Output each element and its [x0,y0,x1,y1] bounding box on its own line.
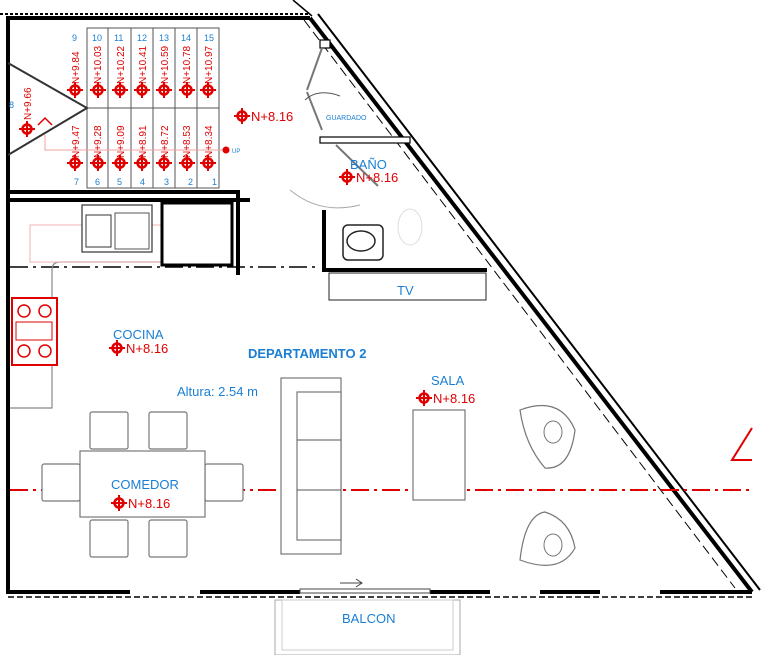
step-level: N+10.41 [138,45,149,84]
step-number: 15 [204,33,214,43]
step-level: N+10.03 [93,45,104,84]
step-level: N+10.59 [160,45,171,84]
armchair-icon [519,511,576,566]
step-number: 13 [159,33,169,43]
step-level: N+8.72 [160,125,171,158]
step-level: N+8.91 [138,125,149,158]
comedor-level: N+8.16 [128,496,170,511]
step-level: N+9.47 [71,125,82,158]
step-level: N+9.28 [93,125,104,158]
tv-console [328,272,487,301]
toilet-icon [397,208,423,246]
kitchen: COCINA N+8.16 [10,201,234,409]
hall-level: N+8.16 [251,109,293,124]
stair-enclosure: UP 8 N+9.66 [7,27,250,275]
cocina-label: COCINA [113,327,164,342]
kitchen-sink-icon [81,204,153,253]
landing-level: N+9.66 [23,87,34,120]
step-level: N+9.84 [71,51,82,84]
step-number: 4 [140,177,145,187]
step-number: 14 [181,33,191,43]
stair-steps-top: 9 10 11 12 13 14 15 N+9.84 N+10.03 N+10.… [65,33,218,100]
sala-level: N+8.16 [433,391,475,406]
step-level: N+8.34 [204,125,215,158]
level-marker-icon [17,119,37,139]
exterior-walls [6,13,761,598]
stair-steps-bottom: 7 6 5 4 3 2 1 N+9.47 N+9.28 N+9.09 N+8.9… [65,125,218,187]
tv-label: TV [397,283,414,298]
sink-icon [342,224,384,261]
step-number: 2 [188,177,193,187]
step-level: N+8.53 [182,125,193,158]
step-number: 5 [117,177,122,187]
step-level: N+9.09 [116,125,127,158]
sala-label: SALA [431,373,465,388]
step-number: 7 [74,177,79,187]
refrigerator [160,201,234,267]
section-marker-icon [730,427,753,461]
step-number: 1 [212,177,217,187]
step-level: N+10.22 [116,45,127,84]
balcon-label: BALCON [342,611,395,626]
landing-step-number: 8 [9,100,14,110]
up-marker-icon [222,146,230,154]
level-marker-icon [414,388,434,408]
page-title: DEPARTAMENTO 2 [248,346,366,361]
armchair-icon [519,404,576,469]
living-room: SALA N+8.16 [280,373,576,566]
step-level: N+10.97 [204,45,215,84]
stair-arrow-icon [37,116,53,126]
level-marker-icon [107,338,127,358]
step-number: 3 [164,177,169,187]
step-number: 12 [137,33,147,43]
balcony: BALCON [274,578,461,655]
comedor-label: COMEDOR [111,477,179,492]
bathroom: GUARDADO BAÑO N+8.16 TV [289,39,487,301]
level-marker-icon [232,106,252,126]
roof-edge [292,0,313,17]
up-label: UP [232,149,240,155]
guardado-label: GUARDADO [326,115,367,122]
step-level: N+10.78 [182,45,193,84]
dining-set: COMEDOR N+8.16 [41,411,244,558]
cocina-level: N+8.16 [126,341,168,356]
bano-label: BAÑO [350,157,387,172]
step-number: 9 [72,33,77,43]
step-number: 11 [114,33,123,43]
step-number: 6 [95,177,100,187]
step-number: 10 [92,33,102,43]
bano-level: N+8.16 [356,170,398,185]
height-label: Altura: 2.54 m [177,384,258,399]
